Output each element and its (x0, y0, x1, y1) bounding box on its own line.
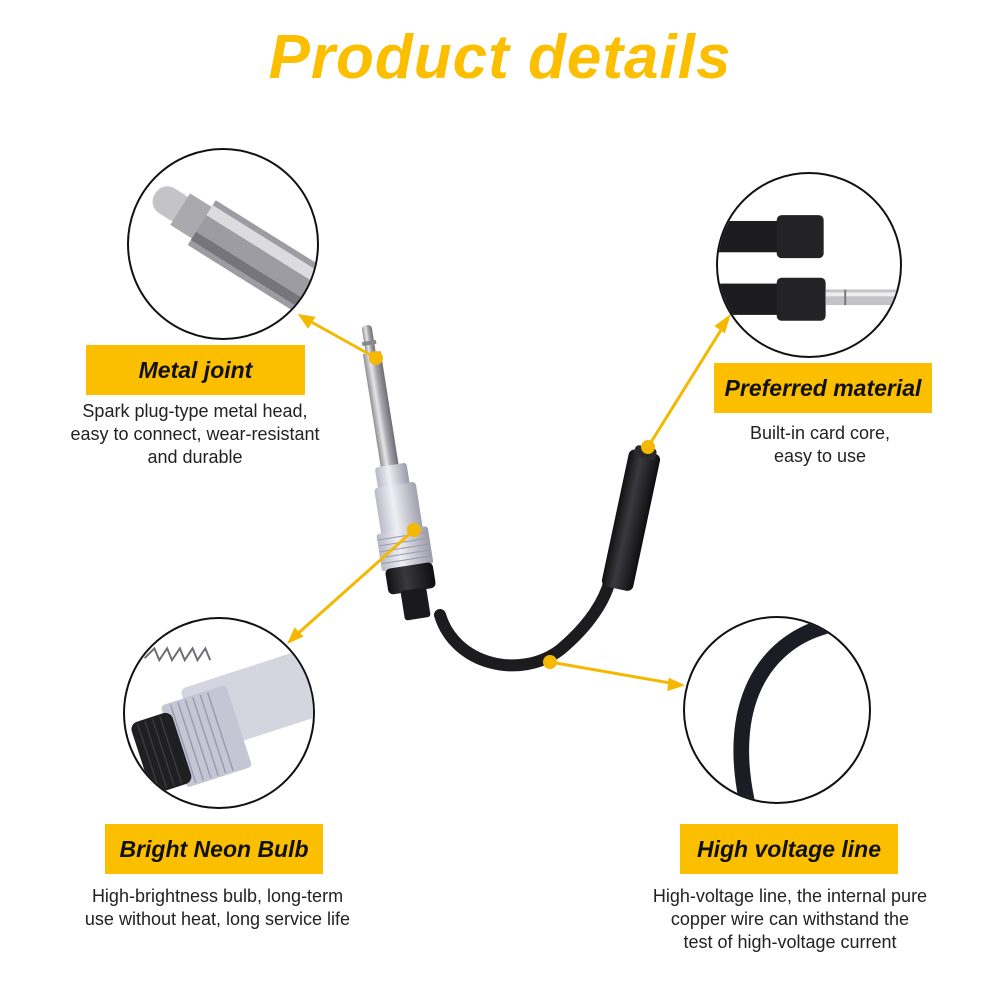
bright-neon-bulb-description: High-brightness bulb, long-term use with… (55, 885, 380, 931)
description-line: easy to use (773, 446, 867, 466)
metal-probe-icon (152, 186, 317, 329)
description-line: use without heat, long service life (84, 909, 351, 929)
metal-joint-closeup (127, 148, 319, 340)
neon-bulb-icon (131, 646, 313, 793)
bright-neon-bulb-label: Bright Neon Bulb (105, 824, 323, 874)
description-line: Built-in card core, (749, 423, 891, 443)
description-line: High-voltage line, the internal pure (652, 886, 928, 906)
description-line: Spark plug-type metal head, (82, 401, 308, 421)
page-title: Product details (268, 23, 732, 92)
metal-joint-description: Spark plug-type metal head, easy to conn… (40, 400, 350, 469)
high-voltage-line-label: High voltage line (680, 824, 898, 874)
preferred-material-closeup (716, 172, 902, 358)
description-line: and durable (147, 447, 243, 467)
high-voltage-line-description: High-voltage line, the internal pure cop… (620, 885, 960, 954)
cable-icon (733, 618, 830, 802)
description-line: High-brightness bulb, long-term (91, 886, 344, 906)
description-line: easy to connect, wear-resistant (70, 424, 320, 444)
preferred-material-description: Built-in card core, easy to use (720, 422, 920, 468)
high-voltage-line-closeup (683, 616, 871, 804)
description-line: copper wire can withstand the (670, 909, 910, 929)
neon-bulb-closeup (123, 617, 315, 809)
rubber-boot-icon (718, 215, 900, 321)
description-line: test of high-voltage current (683, 932, 897, 952)
metal-joint-label: Metal joint (86, 345, 305, 395)
preferred-material-label: Preferred material (714, 363, 932, 413)
